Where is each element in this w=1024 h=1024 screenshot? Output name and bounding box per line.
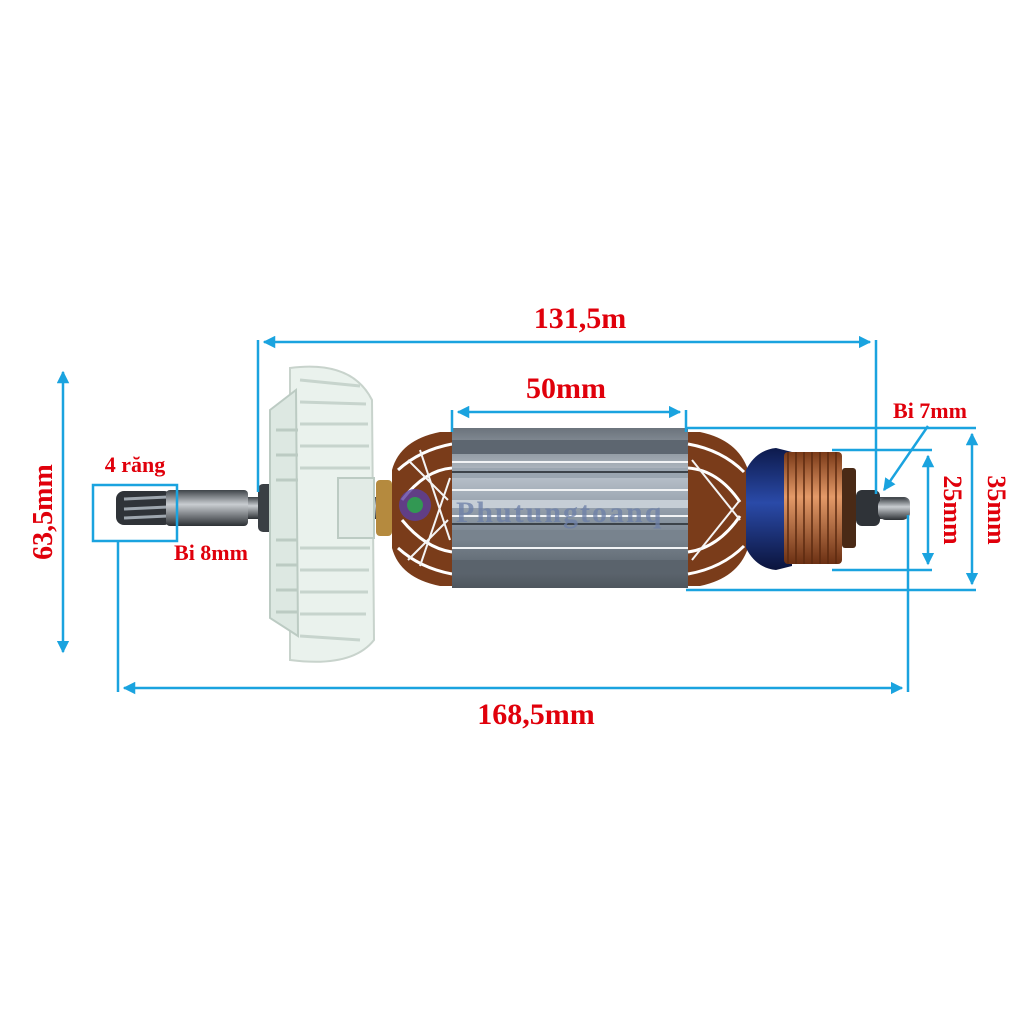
commutator-diameter-label: 25mm	[938, 475, 967, 545]
core-diameter-label: 35mm	[982, 475, 1011, 545]
spacer	[376, 480, 392, 536]
front-bearing-label: Bi 8mm	[174, 540, 248, 565]
gear-teeth-label: 4 răng	[105, 452, 166, 477]
rear-bearing-label: Bi 7mm	[893, 398, 967, 423]
overall-length-label: 168,5mm	[477, 698, 594, 731]
rear-bearing-seat	[856, 490, 880, 526]
armature-core	[452, 428, 688, 588]
core-length-label: 50mm	[526, 372, 606, 405]
fan-diameter-label: 63,5mm	[28, 464, 59, 560]
cooling-fan	[269, 365, 376, 663]
watermark-logo	[399, 489, 431, 521]
gear-teeth-box	[91, 483, 179, 543]
rear-winding	[687, 432, 748, 586]
resin-hub	[746, 448, 792, 570]
rear-bearing-pointer	[882, 425, 930, 492]
shaft-tip	[878, 498, 910, 520]
watermark-text: Phutungtoanq	[456, 496, 663, 529]
commutator	[784, 452, 856, 564]
pinion-gear	[116, 490, 248, 526]
armature-length-label: 131,5m	[534, 302, 627, 335]
